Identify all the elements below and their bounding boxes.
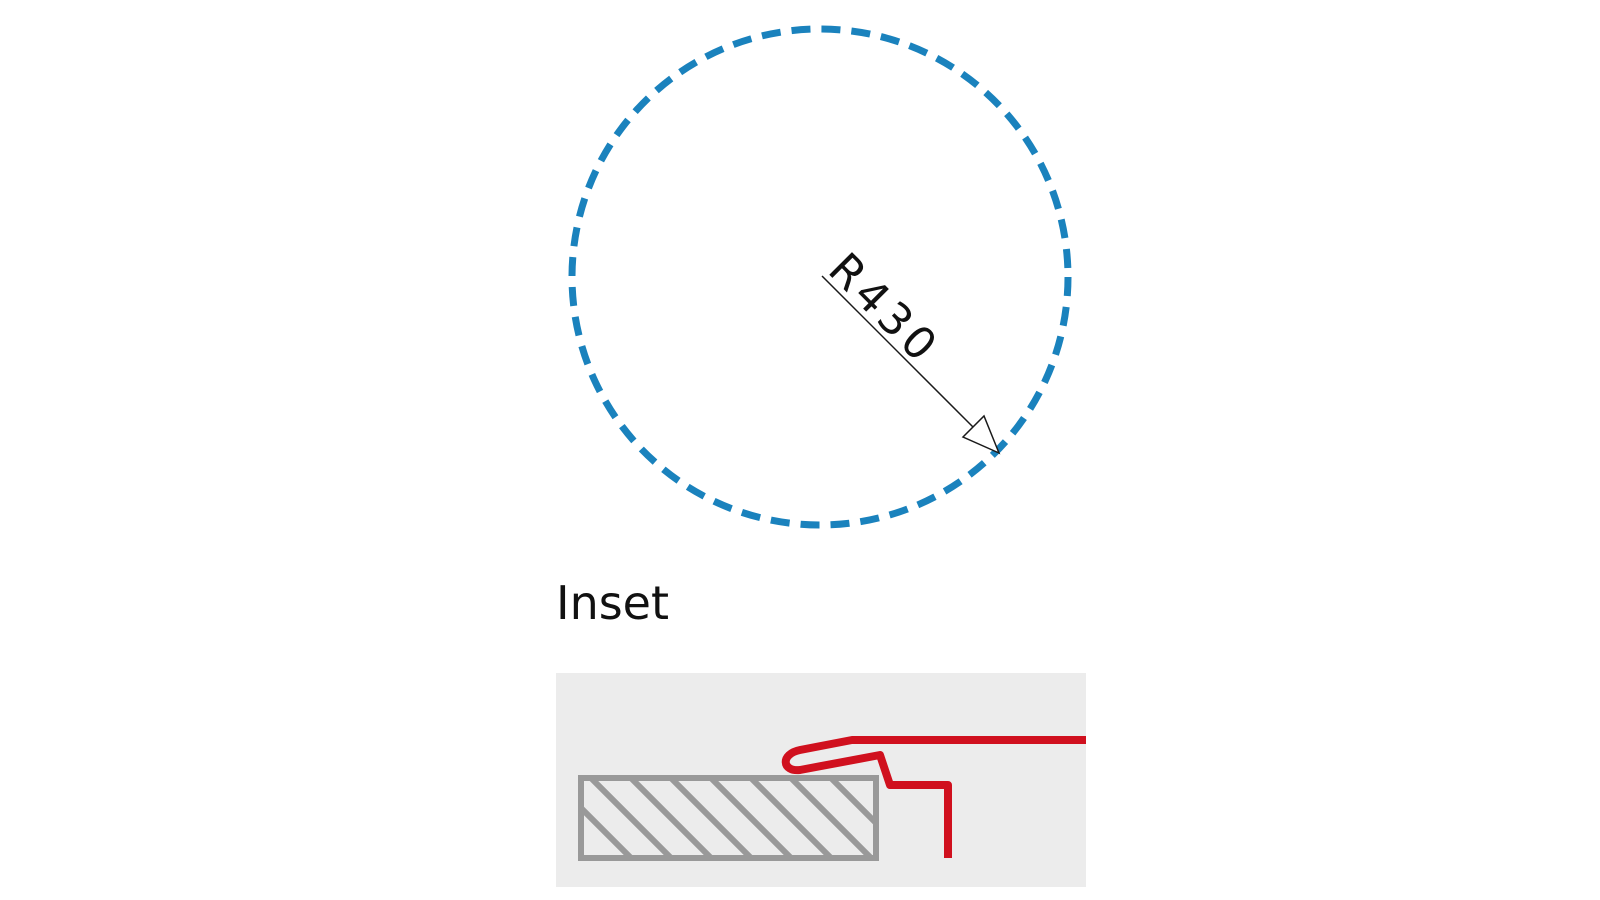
- inset-title: Inset: [556, 576, 670, 630]
- radius-label: R430: [818, 243, 949, 374]
- countertop-outline: [578, 775, 879, 861]
- countertop-section: [578, 775, 879, 861]
- radius-dimension: R430: [818, 243, 1001, 455]
- sink-rim-profile: [781, 736, 1086, 858]
- inset-detail: [556, 673, 1086, 887]
- sink-outline-circle: [568, 25, 1072, 529]
- radius-leader-line: [821, 275, 999, 453]
- radius-arrowhead: [961, 414, 1001, 455]
